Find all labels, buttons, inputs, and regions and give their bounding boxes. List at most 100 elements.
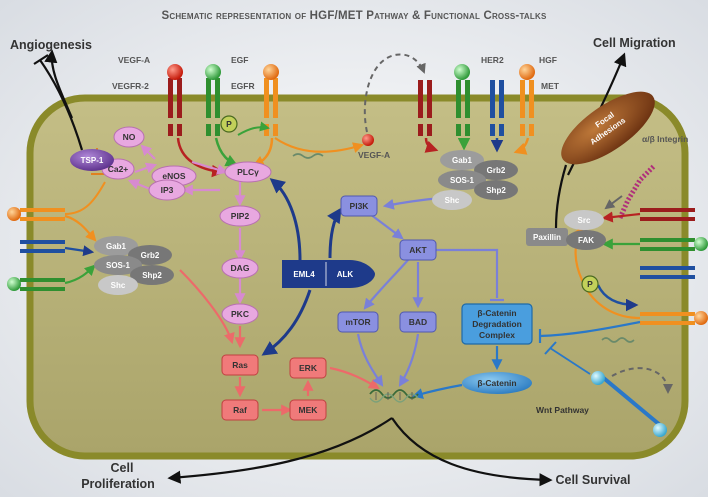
node-pip2 — [219, 205, 261, 227]
node-sos1-right-label: SOS-1 — [450, 176, 475, 185]
node-src-label: Src — [578, 216, 591, 225]
inhibit-angiogenesis — [39, 59, 84, 151]
outcome-cell-migration: Cell Migration — [593, 36, 676, 50]
arrow-phospho — [237, 121, 270, 136]
node-shp2-right — [474, 180, 518, 200]
node-bcat-complex-label-3: Complex — [479, 330, 515, 340]
fak-migration-link — [554, 164, 568, 229]
node-mek — [289, 399, 327, 421]
node-paxillin — [526, 228, 568, 246]
label-vegfr2: VEGFR-2 — [112, 81, 149, 91]
label-wnt: Wnt Pathway — [536, 405, 589, 415]
node-pip2-label: PIP2 — [231, 211, 250, 221]
label-integrin: α/β Integrin — [642, 134, 688, 144]
node-ras — [221, 354, 259, 376]
receptor-egfr-right — [454, 64, 470, 136]
receptor-vegfr2-side-right — [640, 208, 695, 221]
inhibit-akt-bcat-complex — [436, 248, 499, 298]
node-tsp1 — [70, 149, 114, 171]
arrow-met-adaptors — [513, 137, 530, 155]
node-enos-label: eNOS — [162, 171, 185, 181]
node-shc-left-label: Shc — [111, 281, 126, 290]
egf-ligand-right — [454, 64, 470, 80]
node-akt — [399, 239, 437, 261]
node-gab1-right-label: Gab1 — [452, 156, 473, 165]
label-vegfa-secreted: VEGF-A — [358, 150, 390, 160]
node-shp2-right-label: Shp2 — [486, 186, 506, 195]
receptor-met-side-right — [640, 311, 708, 325]
receptor-her2 — [490, 80, 504, 136]
phospho-p-right-label: P — [587, 279, 593, 289]
node-plcg-label: PLCγ — [237, 167, 259, 177]
node-bad — [399, 311, 437, 333]
node-fak-label: FAK — [578, 236, 594, 245]
arrow-alk-plcg — [269, 178, 302, 261]
node-gab1-left-label: Gab1 — [106, 242, 127, 251]
node-bad-label: BAD — [409, 317, 427, 327]
node-grb2-left — [128, 245, 172, 265]
node-ip3-label: IP3 — [161, 185, 174, 195]
phospho-p-top-label: P — [226, 119, 232, 129]
focal-adhesions — [561, 91, 655, 165]
phospho-p-top — [220, 115, 238, 133]
node-sos1-left — [94, 255, 142, 275]
label-her2: HER2 — [481, 55, 504, 65]
node-erk — [289, 357, 327, 379]
node-gab1-left — [94, 236, 138, 256]
node-raf-label: Raf — [233, 405, 247, 415]
node-eml4-label: EML4 — [293, 270, 315, 279]
arrow-alk-ras — [261, 289, 312, 356]
outcome-angiogenesis: Angiogenesis — [10, 38, 92, 52]
vegfa-secreted — [362, 134, 374, 146]
outcome-cell-proliferation-line2: Proliferation — [81, 477, 155, 491]
arrow-met-vegfa — [274, 137, 365, 153]
receptor-egfr-side-right — [640, 237, 708, 251]
label-hgf: HGF — [539, 55, 557, 65]
node-bcat-complex-label-1: β-Catenin — [477, 308, 516, 318]
arrow-vegfr2r-adaptors — [424, 137, 439, 153]
node-mek-label: MEK — [299, 405, 319, 415]
node-bcat — [462, 372, 532, 394]
wnt-link — [549, 347, 591, 375]
node-pkc — [221, 303, 259, 325]
arrow-pi3k-akt — [369, 213, 404, 240]
node-pi3k-label: PI3K — [350, 201, 370, 211]
node-grb2-left-label: Grb2 — [141, 251, 160, 260]
node-dag — [221, 257, 259, 279]
label-egf: EGF — [231, 55, 248, 65]
receptor-her2-side-right — [640, 266, 695, 279]
vegfa-ligand — [167, 64, 183, 80]
arrow-enos-no — [140, 144, 156, 160]
node-akt-label: AKT — [409, 245, 427, 255]
node-plcg — [224, 161, 272, 183]
receptor-vegfr2 — [167, 64, 183, 136]
outcome-cell-proliferation-line1: Cell — [111, 461, 134, 475]
inhibit-met-bcat-complex — [539, 320, 641, 338]
receptor-met-side-left — [7, 207, 65, 221]
node-gab1-right — [440, 150, 484, 170]
node-ca-label: Ca2+ — [108, 164, 129, 174]
node-bcat-label: β-Catenin — [477, 378, 516, 388]
node-shc-right — [432, 190, 472, 210]
node-dag-label: DAG — [231, 263, 250, 273]
arrow-to-cell-proliferation — [167, 417, 393, 484]
node-ip3 — [148, 179, 186, 201]
egf-ligand — [205, 64, 221, 80]
node-no-label: NO — [123, 132, 136, 142]
node-no — [113, 126, 145, 148]
arrow-egfrside-adaptors — [64, 264, 96, 285]
receptor-egfr — [205, 64, 221, 136]
arrow-alk-pi3k — [327, 207, 342, 259]
node-paxillin-label: Paxillin — [533, 233, 561, 242]
arrow-enos-plcg — [191, 160, 229, 175]
wnt-ligand-2 — [653, 423, 667, 437]
arrow-mtor-nucleus — [356, 333, 384, 387]
node-erk-label: ERK — [299, 363, 318, 373]
wnt-ligand-1 — [591, 371, 605, 385]
integrin-receptor — [617, 164, 656, 220]
inhibit-bar-angiogenesis — [33, 54, 49, 65]
arrow-adaptors-ras — [179, 269, 235, 345]
node-shp2-left — [130, 265, 174, 285]
hgf-ligand-left — [263, 64, 279, 80]
